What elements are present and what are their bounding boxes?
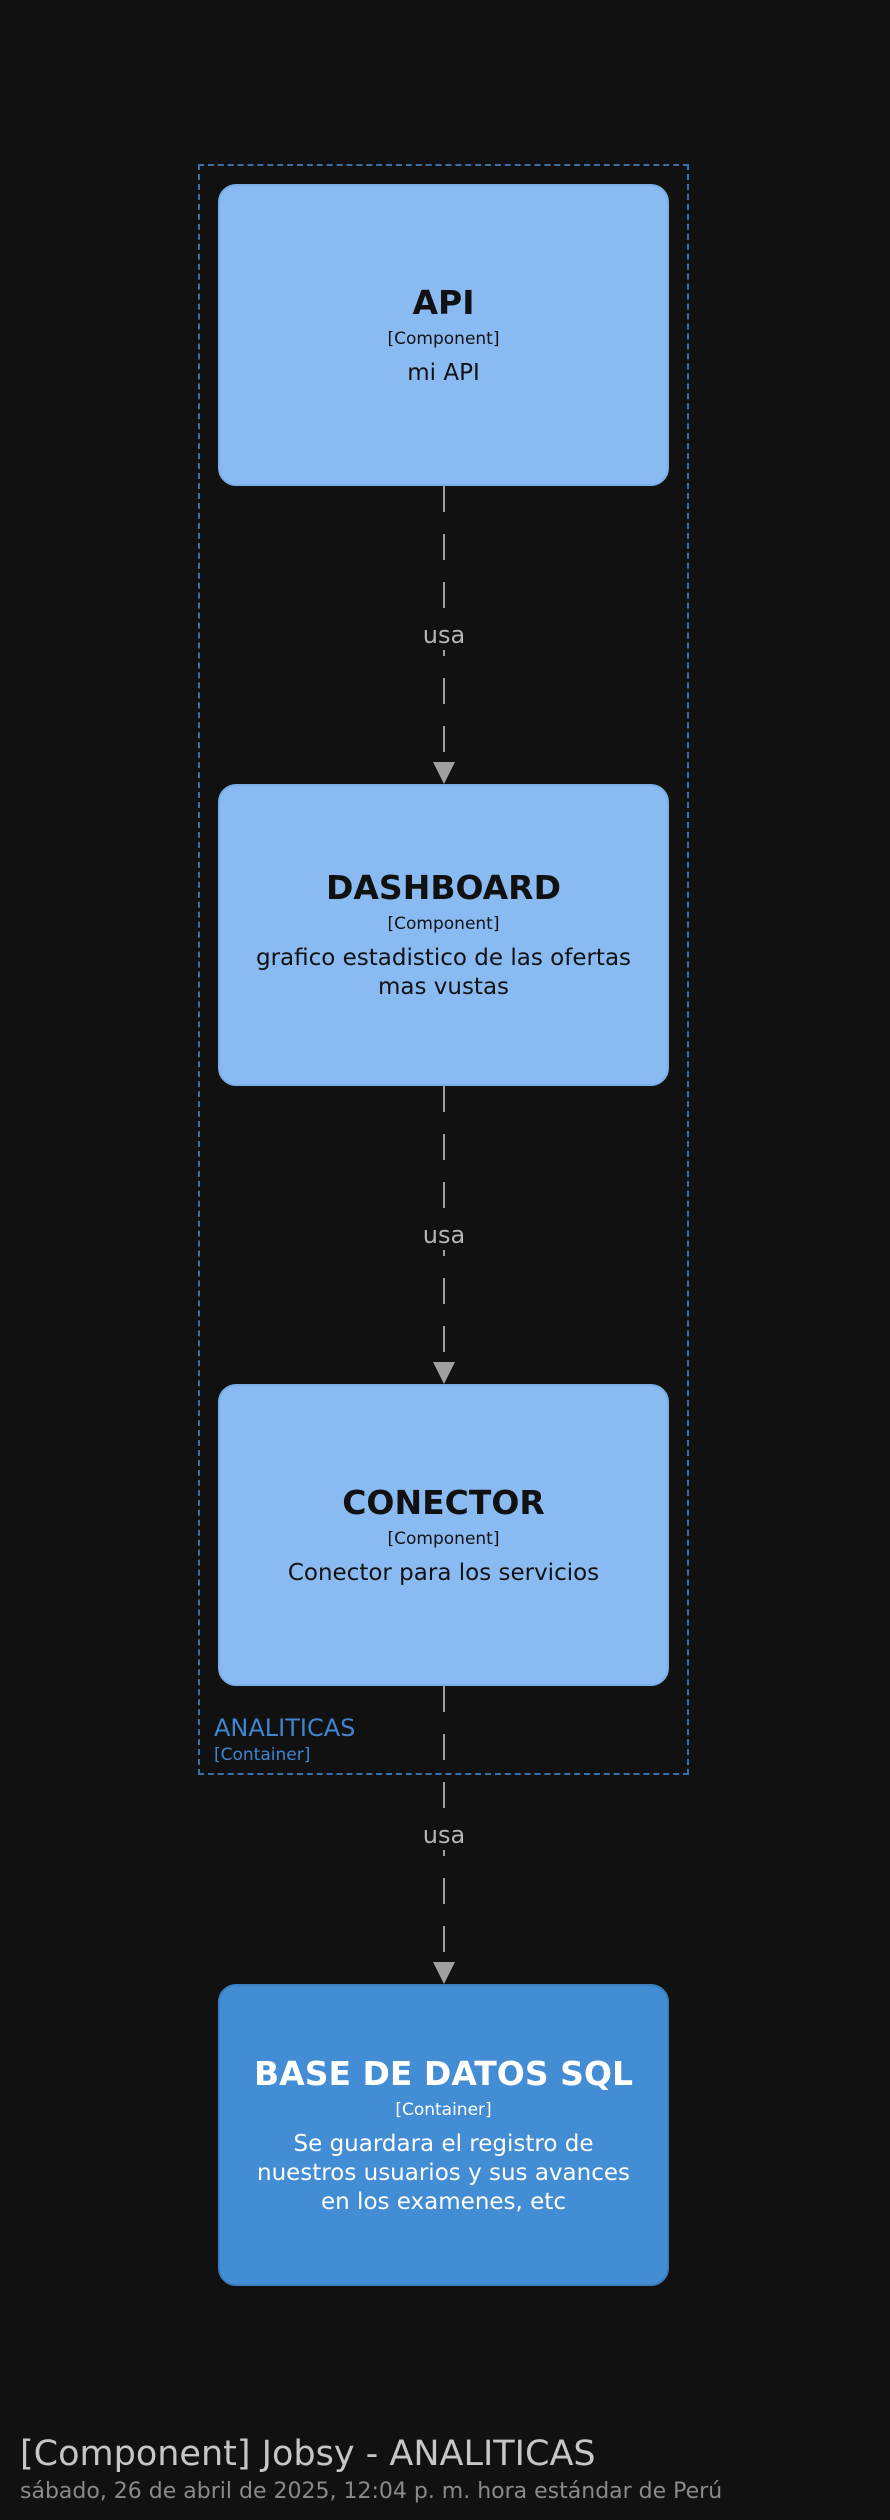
node-description: Conector para los servicios bbox=[287, 1559, 600, 1586]
dashboard-component-node[interactable]: DASHBOARD [Component] grafico estadistic… bbox=[218, 784, 669, 1086]
boundary-type: [Container] bbox=[214, 1745, 311, 1765]
diagram-title: [Component] Jobsy - ANALITICAS bbox=[20, 2434, 596, 2474]
node-type: [Component] bbox=[387, 1528, 500, 1549]
edge-label: usa bbox=[384, 1820, 504, 1850]
node-type: [Container] bbox=[395, 2099, 492, 2120]
node-type: [Component] bbox=[387, 914, 500, 934]
boundary-name: ANALITICAS bbox=[214, 1714, 356, 1742]
node-title: DASHBOARD bbox=[326, 868, 561, 907]
edge-label: usa bbox=[384, 620, 504, 650]
edge-label: usa bbox=[384, 1220, 504, 1250]
node-title: CONECTOR bbox=[342, 1482, 545, 1522]
node-description: Se guardara el registro de nuestros usua… bbox=[257, 2130, 630, 2215]
node-type: [Component] bbox=[387, 328, 500, 349]
conector-component-node[interactable]: CONECTOR [Component] Conector para los s… bbox=[218, 1384, 669, 1686]
api-component-node[interactable]: API [Component] mi API bbox=[218, 184, 669, 486]
node-description: grafico estadistico de las ofertas mas v… bbox=[255, 945, 632, 1000]
node-title: API bbox=[412, 282, 475, 322]
node-title: BASE DE DATOS SQL bbox=[254, 2053, 633, 2093]
diagram-timestamp: sábado, 26 de abril de 2025, 12:04 p. m.… bbox=[20, 2479, 723, 2504]
node-description: mi API bbox=[407, 359, 480, 386]
database-container-node[interactable]: BASE DE DATOS SQL [Container] Se guardar… bbox=[218, 1984, 669, 2286]
